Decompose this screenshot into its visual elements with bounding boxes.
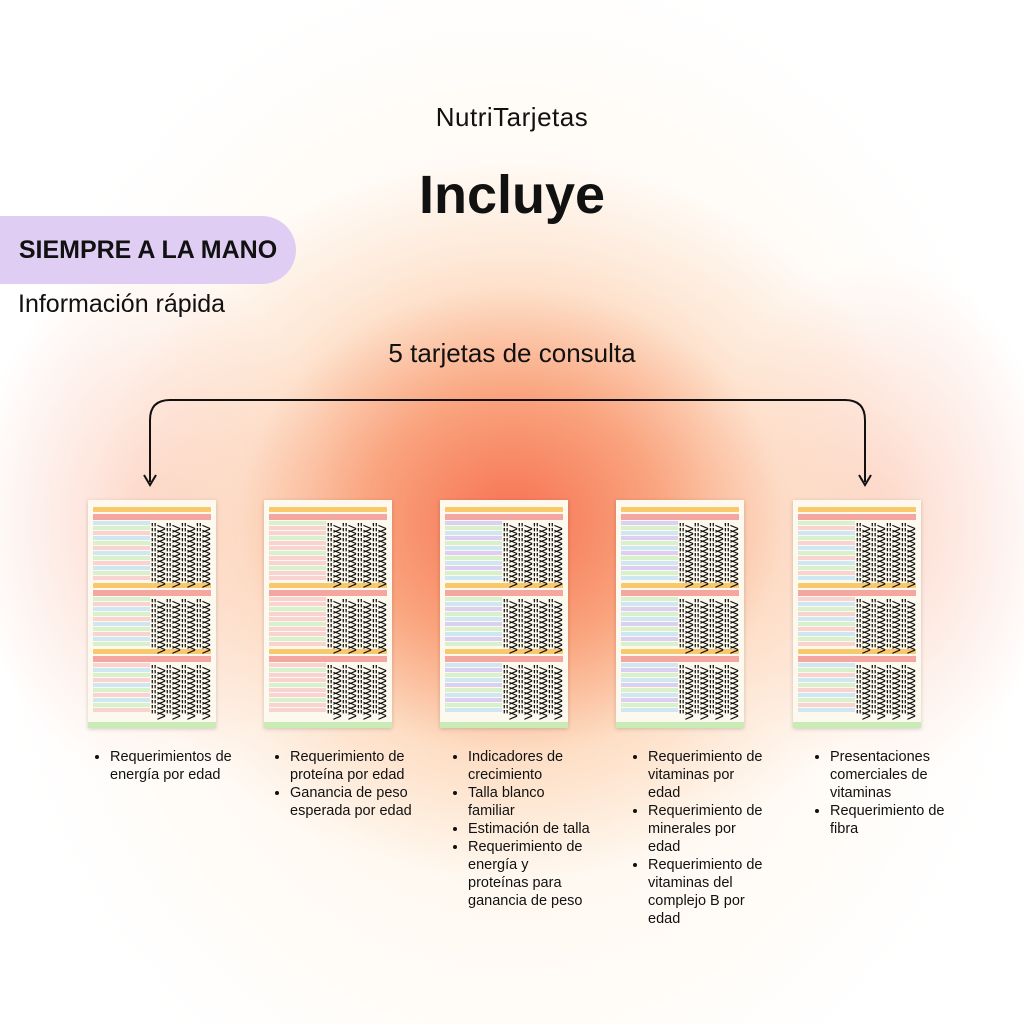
feature-list-item: Requerimiento de vitaminas del complejo … xyxy=(648,856,770,928)
page-title: Incluye xyxy=(418,165,606,225)
left-arrow-head-icon xyxy=(143,474,157,487)
reference-card-image: ">">">">">">">">">">">">">">">">">">">">… xyxy=(616,500,744,728)
reference-card-image: ">">">">">">">">">">">">">">">">">">">">… xyxy=(440,500,568,728)
highlight-pill: SIEMPRE A LA MANO xyxy=(0,216,296,284)
feature-list: Presentaciones comerciales de vitaminasR… xyxy=(808,748,960,838)
reference-card-image: ">">">">">">">">">">">">">">">">">">">">… xyxy=(264,500,392,728)
feature-list: Requerimientos de energía por edad xyxy=(88,748,232,784)
bracket-line xyxy=(149,399,866,482)
feature-list: Requerimiento de vitaminas por edadReque… xyxy=(626,748,770,928)
feature-list-item: Talla blanco familiar xyxy=(468,784,590,820)
feature-list-item: Requerimiento de vitaminas por edad xyxy=(648,748,770,802)
feature-list-item: Requerimiento de proteína por edad xyxy=(290,748,412,784)
feature-list-item: Requerimiento de minerales por edad xyxy=(648,802,770,856)
feature-list-item: Requerimiento de energía y proteínas par… xyxy=(468,838,590,910)
section-subtitle: 5 tarjetas de consulta xyxy=(388,338,636,368)
feature-list-item: Presentaciones comerciales de vitaminas xyxy=(830,748,960,802)
feature-list-item: Indicadores de crecimiento xyxy=(468,748,590,784)
reference-card-image: ">">">">">">">">">">">">">">">">">">">">… xyxy=(793,500,921,728)
feature-list-item: Ganancia de peso esperada por edad xyxy=(290,784,412,820)
feature-list-item: Requerimientos de energía por edad xyxy=(110,748,232,784)
right-arrow-head-icon xyxy=(858,474,872,487)
feature-list: Indicadores de crecimientoTalla blanco f… xyxy=(446,748,590,910)
pill-subtitle: Información rápida xyxy=(18,290,226,318)
brand-name: NutriTarjetas xyxy=(435,102,589,132)
feature-list-item: Requerimiento de fibra xyxy=(830,802,960,838)
feature-list-item: Estimación de talla xyxy=(468,820,590,838)
pill-label: SIEMPRE A LA MANO xyxy=(18,235,278,264)
reference-card-image: ">">">">">">">">">">">">">">">">">">">">… xyxy=(88,500,216,728)
feature-list: Requerimiento de proteína por edadGananc… xyxy=(268,748,412,820)
